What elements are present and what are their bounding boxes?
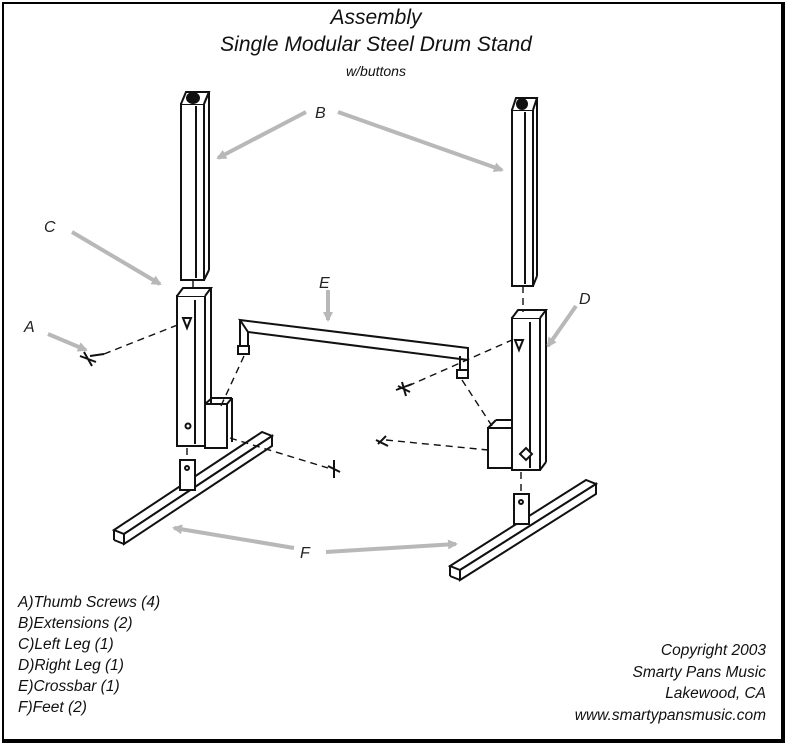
right-extension — [511, 97, 539, 287]
parts-legend: A)Thumb Screws (4) B)Extensions (2) C)Le… — [18, 592, 160, 718]
legend-item: D)Right Leg (1) — [18, 657, 124, 674]
copyright-block: Copyright 2003 Smarty Pans Music Lakewoo… — [575, 640, 766, 726]
legend-item: B)Extensions (2) — [18, 615, 133, 632]
website-url: www.smartypansmusic.com — [574, 706, 766, 724]
right-foot — [447, 478, 599, 582]
pointer-arrows — [47, 110, 578, 554]
label-c: C — [44, 219, 56, 236]
company-name: Smarty Pans Music — [632, 663, 766, 681]
label-f: F — [300, 545, 311, 562]
diagram-title: Assembly — [330, 6, 422, 29]
left-extension — [180, 91, 211, 281]
crossbar — [237, 318, 469, 379]
label-e: E — [319, 275, 330, 292]
assembly-lines — [103, 280, 524, 494]
label-a: A — [23, 319, 35, 336]
right-leg — [487, 309, 548, 471]
copyright-line: Copyright 2003 — [660, 642, 766, 659]
left-leg — [176, 287, 233, 449]
thumb-screws — [79, 351, 413, 478]
legend-item: F)Feet (2) — [18, 699, 87, 716]
legend-item: A)Thumb Screws (4) — [18, 594, 161, 611]
label-d: D — [579, 291, 591, 308]
diagram-note: w/buttons — [346, 63, 406, 79]
diagram-subtitle: Single Modular Steel Drum Stand — [220, 33, 532, 56]
legend-item: E)Crossbar (1) — [18, 678, 120, 695]
left-foot — [111, 430, 275, 546]
diagram-border — [2, 2, 785, 743]
legend-item: C)Left Leg (1) — [18, 636, 114, 653]
label-b: B — [315, 105, 326, 122]
company-location: Lakewood, CA — [665, 685, 766, 702]
